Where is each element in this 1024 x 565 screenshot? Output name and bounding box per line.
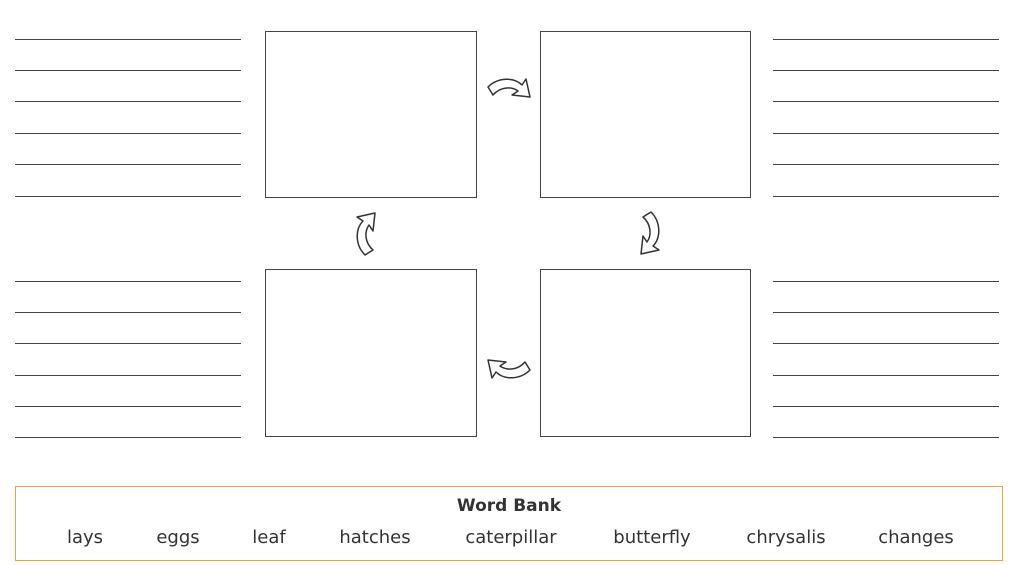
writing-line[interactable] [15, 406, 241, 407]
word-bank-word: chrysalis [746, 527, 826, 548]
stage-box-top-right[interactable] [540, 31, 751, 198]
writing-line[interactable] [773, 281, 999, 282]
writing-line[interactable] [15, 281, 241, 282]
stage-box-bottom-left[interactable] [265, 269, 477, 437]
writing-line[interactable] [773, 101, 999, 102]
stage-box-bottom-right[interactable] [540, 269, 751, 437]
writing-lines-top-left [15, 39, 241, 199]
word-bank: Word Bank lays eggs leaf hatches caterpi… [15, 486, 1003, 561]
writing-line[interactable] [15, 39, 241, 40]
writing-line[interactable] [773, 164, 999, 165]
writing-line[interactable] [15, 375, 241, 376]
writing-line[interactable] [15, 196, 241, 197]
word-bank-word: hatches [339, 527, 411, 548]
writing-line[interactable] [773, 70, 999, 71]
writing-line[interactable] [773, 312, 999, 313]
writing-line[interactable] [773, 343, 999, 344]
writing-line[interactable] [15, 437, 241, 438]
word-bank-word: eggs [156, 527, 200, 548]
writing-lines-bottom-left [15, 281, 241, 441]
word-bank-word: caterpillar [465, 527, 557, 548]
writing-line[interactable] [15, 133, 241, 134]
writing-line[interactable] [773, 133, 999, 134]
stage-box-top-left[interactable] [265, 31, 477, 198]
writing-lines-bottom-right [773, 281, 999, 441]
writing-line[interactable] [773, 406, 999, 407]
word-bank-word: changes [878, 527, 954, 548]
clockwise-curved-arrow-icon [484, 342, 534, 392]
word-bank-word: lays [66, 527, 104, 548]
writing-line[interactable] [15, 312, 241, 313]
clockwise-curved-arrow-icon [623, 208, 673, 258]
writing-line[interactable] [773, 196, 999, 197]
writing-line[interactable] [15, 101, 241, 102]
clockwise-curved-arrow-icon [343, 209, 393, 259]
writing-line[interactable] [773, 437, 999, 438]
writing-lines-top-right [773, 39, 999, 199]
writing-line[interactable] [15, 343, 241, 344]
clockwise-curved-arrow-icon [484, 65, 534, 115]
word-bank-title: Word Bank [456, 496, 562, 516]
writing-line[interactable] [773, 375, 999, 376]
writing-line[interactable] [15, 164, 241, 165]
word-bank-word: butterfly [613, 527, 691, 548]
writing-line[interactable] [15, 70, 241, 71]
word-bank-word: leaf [252, 527, 286, 548]
writing-line[interactable] [773, 39, 999, 40]
